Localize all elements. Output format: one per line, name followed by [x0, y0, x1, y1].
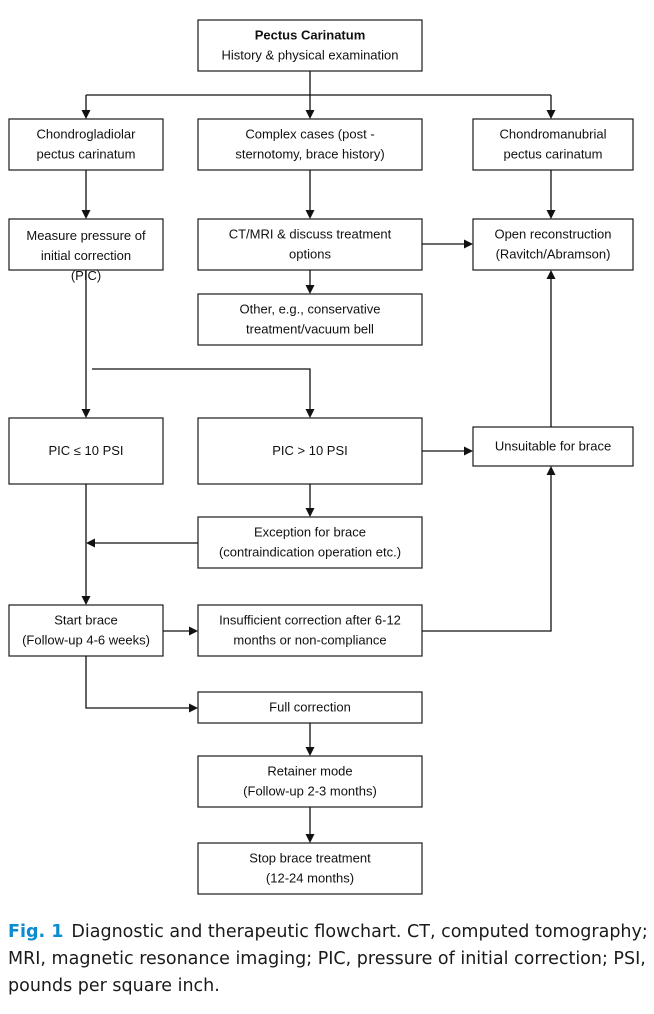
node-exception: Exception for brace (contraindication ope… — [197, 516, 423, 569]
node-pic-low: PIC ≤ 10 PSI — [8, 417, 164, 485]
node-label-line: PIC > 10 PSI — [272, 443, 348, 458]
figure-label: Fig. 1 — [8, 922, 64, 942]
node-open: Open reconstruction (Ravitch/Abramson) — [472, 218, 634, 271]
arrow-ctmri-to-open — [422, 239, 473, 249]
node-label-line: initial correction — [41, 248, 131, 263]
node-label-line: treatment/vacuum bell — [246, 322, 374, 337]
node-label-line: months or non-compliance — [233, 633, 386, 648]
node-label-line: Other, e.g., conservative — [240, 302, 381, 317]
node-pic-high: PIC > 10 PSI — [197, 417, 423, 485]
node-label-line: Measure pressure of — [26, 228, 146, 243]
node-other: Other, e.g., conservative treatment/vacuu… — [197, 293, 423, 346]
node-unsuitable: Unsuitable for brace — [472, 426, 634, 467]
arrow-to-pic-high — [92, 368, 315, 418]
node-label-line: Start brace — [54, 613, 118, 628]
node-label-line: Stop brace treatment — [249, 851, 371, 866]
node-label-line: (Ravitch/Abramson) — [496, 247, 611, 262]
node-label-line: Unsuitable for brace — [495, 439, 611, 454]
node-label-line: (contraindication operation etc.) — [219, 545, 401, 560]
arrow-to-exception — [305, 484, 315, 517]
node-label-line: Retainer mode — [267, 764, 352, 779]
node-box — [472, 218, 634, 271]
node-label-line: Full correction — [269, 700, 351, 715]
arrow-to-retainer — [305, 723, 315, 756]
node-box — [197, 842, 423, 895]
arrow-exception-to-pathway — [86, 538, 198, 548]
arrow-to-chondromanubrial — [546, 95, 556, 119]
node-label-line: (Follow-up 4-6 weeks) — [22, 633, 150, 648]
node-label-line: Complex cases (post - — [245, 127, 374, 142]
node-chondromanubrial: Chondromanubrial pectus carinatum — [472, 118, 634, 171]
node-label-line: pectus carinatum — [504, 147, 603, 162]
node-box — [197, 516, 423, 569]
arrow-to-ctmri — [305, 170, 315, 219]
node-label-line: CT/MRI & discuss treatment — [229, 227, 392, 242]
arrow-to-stop — [305, 807, 315, 843]
arrow-to-chondrogladiolar — [81, 95, 91, 119]
node-label-line: Insufficient correction after 6-12 — [219, 613, 401, 628]
node-label-line: sternotomy, brace history) — [235, 147, 384, 162]
node-box — [472, 426, 634, 467]
node-label-line: Exception for brace — [254, 525, 366, 540]
node-label-line: (Follow-up 2-3 months) — [243, 784, 377, 799]
node-box — [8, 417, 164, 485]
arrow-to-complex — [305, 95, 315, 119]
node-complex: Complex cases (post - sternotomy, brace h… — [197, 118, 423, 171]
node-box — [197, 755, 423, 808]
node-box — [197, 293, 423, 346]
node-label-line: options — [289, 247, 331, 262]
node-box — [8, 604, 164, 657]
arrow-to-measure — [81, 170, 91, 219]
node-label-line: Chondrogladiolar — [36, 127, 136, 142]
node-stop: Stop brace treatment (12-24 months) — [197, 842, 423, 895]
arrow-to-insufficient — [163, 626, 198, 636]
node-full: Full correction — [197, 691, 423, 724]
node-label-line: PIC ≤ 10 PSI — [48, 443, 123, 458]
node-insufficient: Insufficient correction after 6-12 months… — [197, 604, 423, 657]
node-box — [472, 118, 634, 171]
arrow-to-open — [546, 170, 556, 219]
arrow-to-start-brace — [81, 484, 91, 605]
arrow-to-unsuitable — [422, 446, 473, 456]
node-box — [197, 417, 423, 485]
node-label-line: pectus carinatum — [37, 147, 136, 162]
arrow-unsuitable-to-open — [546, 270, 556, 427]
node-label-line: Open reconstruction — [494, 227, 611, 242]
arrow-to-other — [305, 270, 315, 294]
arrow-to-pic-low — [81, 270, 91, 418]
figure-caption-text: Diagnostic and therapeutic flowchart. CT… — [8, 922, 648, 996]
node-label-line: Chondromanubrial — [500, 127, 607, 142]
node-start-brace: Start brace (Follow-up 4-6 weeks) — [8, 604, 164, 657]
node-chondrogladiolar: Chondrogladiolar pectus carinatum — [8, 118, 164, 171]
node-label-line: History & physical examination — [221, 48, 398, 63]
node-label-line: (12-24 months) — [266, 871, 354, 886]
node-box — [197, 19, 423, 72]
arrow-insufficient-to-unsuitable — [422, 466, 556, 632]
node-retainer: Retainer mode (Follow-up 2-3 months) — [197, 755, 423, 808]
node-box — [197, 691, 423, 724]
node-ctmri: CT/MRI & discuss treatment options — [197, 218, 423, 271]
node-box — [8, 118, 164, 171]
arrow-to-full-correction — [85, 656, 198, 713]
node-label-line: Pectus Carinatum — [255, 28, 366, 43]
